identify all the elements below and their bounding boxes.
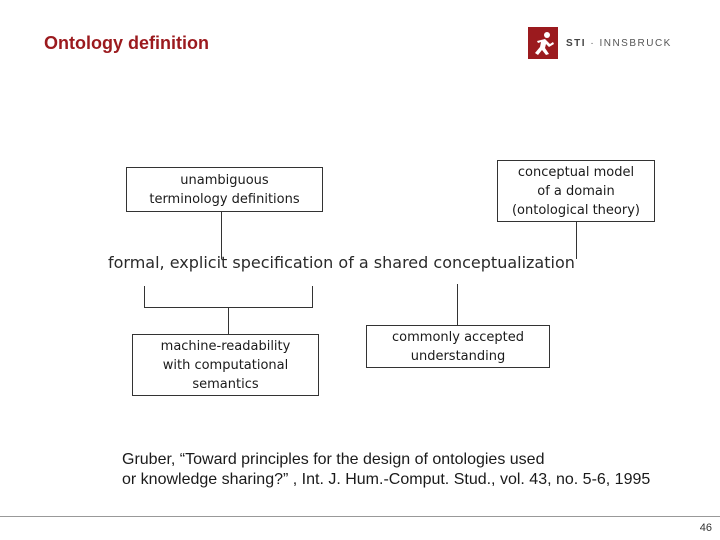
conceptual-model-label: conceptual model of a domain (ontologica… <box>511 164 640 218</box>
unambiguous-terminology-box: unambiguous terminology definitions <box>126 167 323 212</box>
machine-readability-box: machine-readability with computational s… <box>132 334 319 396</box>
slide-title: Ontology definition <box>44 33 209 53</box>
bracket-bottom <box>144 307 313 308</box>
sti-person-icon <box>528 27 558 59</box>
connector-unambiguous <box>221 212 222 259</box>
commonly-accepted-label: commonly accepted understanding <box>392 329 524 364</box>
footer-divider <box>0 516 720 517</box>
logo-separator: · <box>586 37 600 49</box>
connector-conceptual-model <box>576 222 577 259</box>
bracket-left-leg <box>144 286 145 308</box>
logo-brand: STI <box>566 37 587 49</box>
sti-innsbruck-logo: STI · INNSBRUCK <box>528 26 672 60</box>
machine-readability-label: machine-readability with computational s… <box>160 338 291 392</box>
central-statement: formal, explicit specification of a shar… <box>108 253 575 272</box>
bracket-right-leg <box>312 286 313 308</box>
page-number: 46 <box>699 522 712 534</box>
commonly-accepted-box: commonly accepted understanding <box>366 325 550 368</box>
unambiguous-terminology-label: unambiguous terminology definitions <box>149 172 300 207</box>
logo-place: INNSBRUCK <box>599 37 672 49</box>
connector-commonly-accepted <box>457 284 458 325</box>
conceptual-model-box: conceptual model of a domain (ontologica… <box>497 160 655 222</box>
connector-machine-readability <box>228 308 229 334</box>
gruber-reference: Gruber, “Toward principles for the desig… <box>122 451 651 488</box>
